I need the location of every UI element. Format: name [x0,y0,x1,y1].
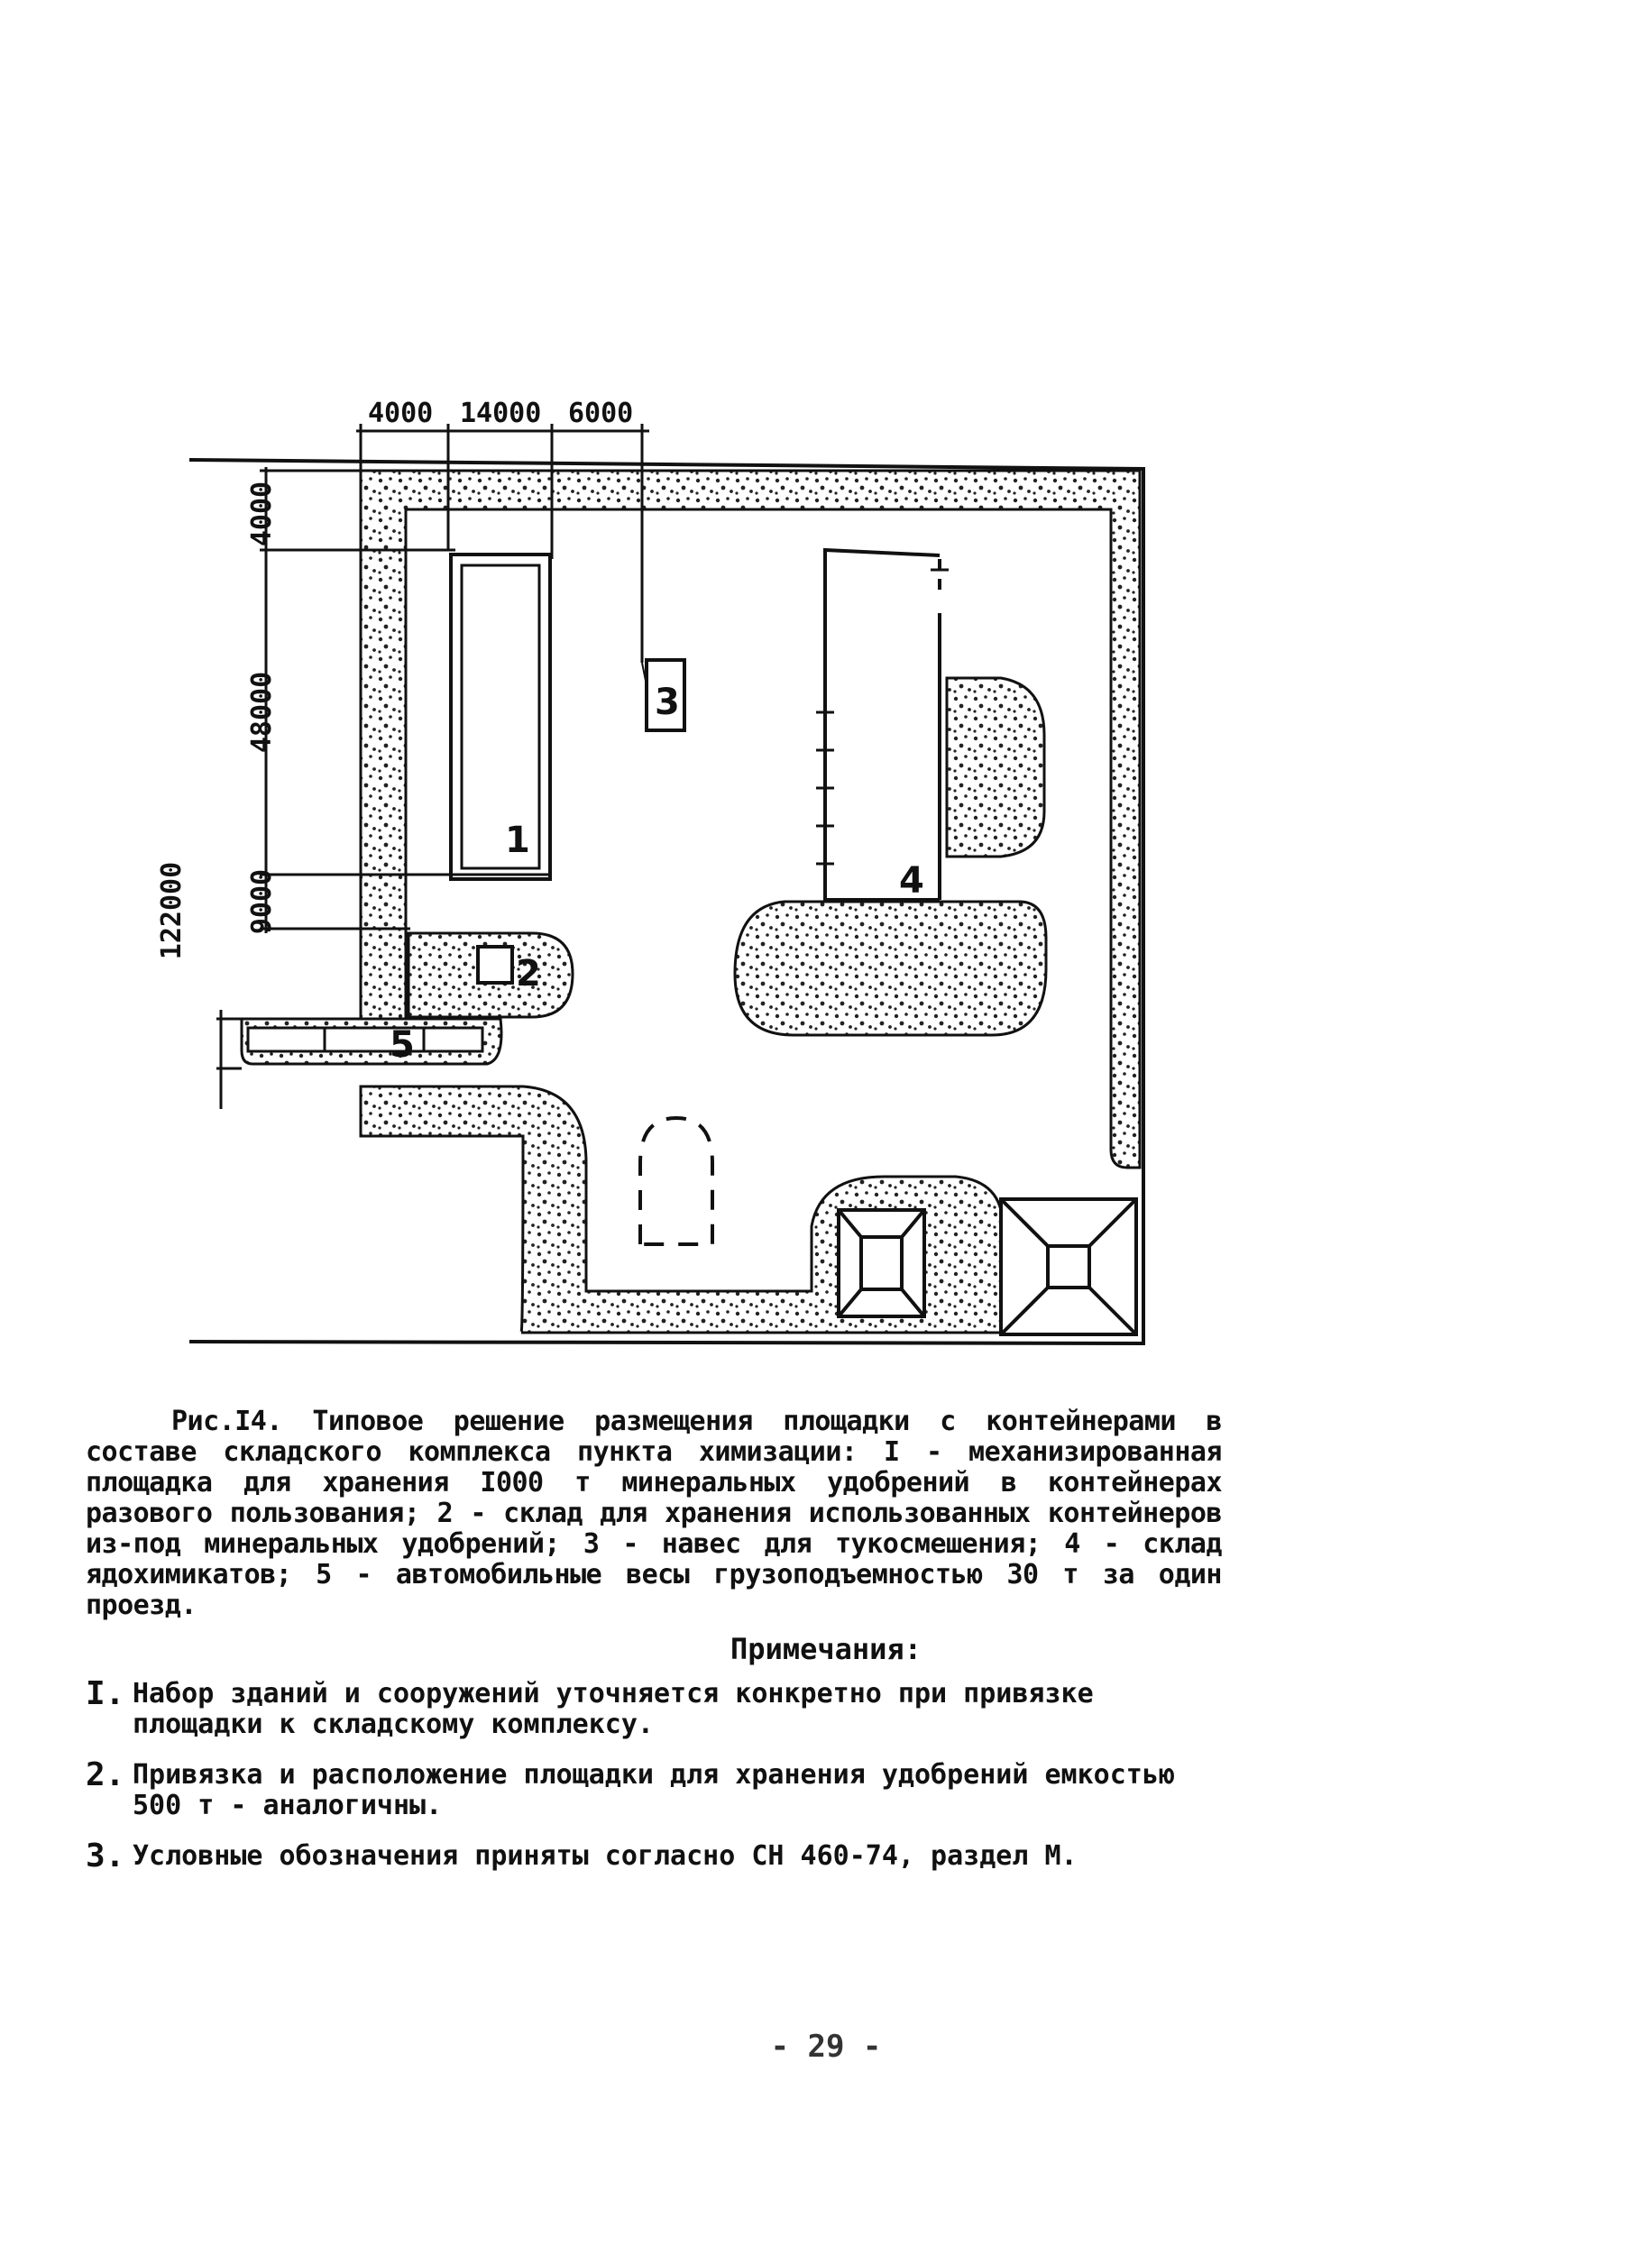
reserve-building-outline [638,1115,714,1246]
container-warehouse [407,931,574,1019]
note-number: 2. [86,1756,125,1793]
dim-top-2: 14000 [460,398,541,429]
mixing-shed [645,658,686,732]
note-text: Привязка и расположение площадки для хра… [133,1759,1175,1821]
figure-caption: Рис.I4. Типовое решение размещения площа… [86,1406,1223,1621]
site-plan-drawing: 4000 14000 6000 4000 48000 9000 122000 1… [156,398,1145,1346]
notes-list: I. Набор зданий и сооружений уточняется … [86,1675,1222,1892]
notes-title: Примечания: [730,1632,922,1666]
checkpoint-symbol [837,1208,926,1318]
note-text: Набор зданий и сооружений уточняется кон… [133,1678,1094,1740]
label-1: 1 [505,820,530,861]
dim-left-total: 122000 [156,862,188,959]
site-boundary [188,458,1145,1346]
dim-left-2: 48000 [246,672,278,753]
note-item: I. Набор зданий и сооружений уточняется … [86,1675,1222,1740]
label-4: 4 [899,860,924,902]
note-item: 3. Условные обозначения приняты согласно… [86,1838,1222,1874]
dim-left-1: 4000 [246,481,278,546]
figure-caption-text: Рис.I4. Типовое решение размещения площа… [86,1406,1223,1621]
note-text: Условные обозначения приняты согласно СН… [133,1840,1078,1872]
dimension-lines-top [356,424,649,1019]
tank-symbol [999,1197,1138,1336]
page-number: - 29 - [770,2029,882,2065]
label-2: 2 [516,953,541,995]
greenery-right [945,676,1046,858]
dimension-lines-left [216,467,552,1109]
dim-left-3: 9000 [246,869,278,934]
truck-scale [240,1017,503,1066]
note-item: 2. Привязка и расположение площадки для … [86,1756,1222,1821]
container-storage-area [449,553,552,881]
greenery-center [733,900,1048,1037]
label-5: 5 [390,1024,415,1066]
dim-top-3: 6000 [568,398,633,429]
agrochemical-warehouse [816,547,949,902]
dim-top-1: 4000 [368,398,433,429]
note-number: 3. [86,1838,125,1874]
greenery-band [359,469,1142,1169]
label-3: 3 [655,682,680,723]
note-number: I. [86,1675,125,1712]
